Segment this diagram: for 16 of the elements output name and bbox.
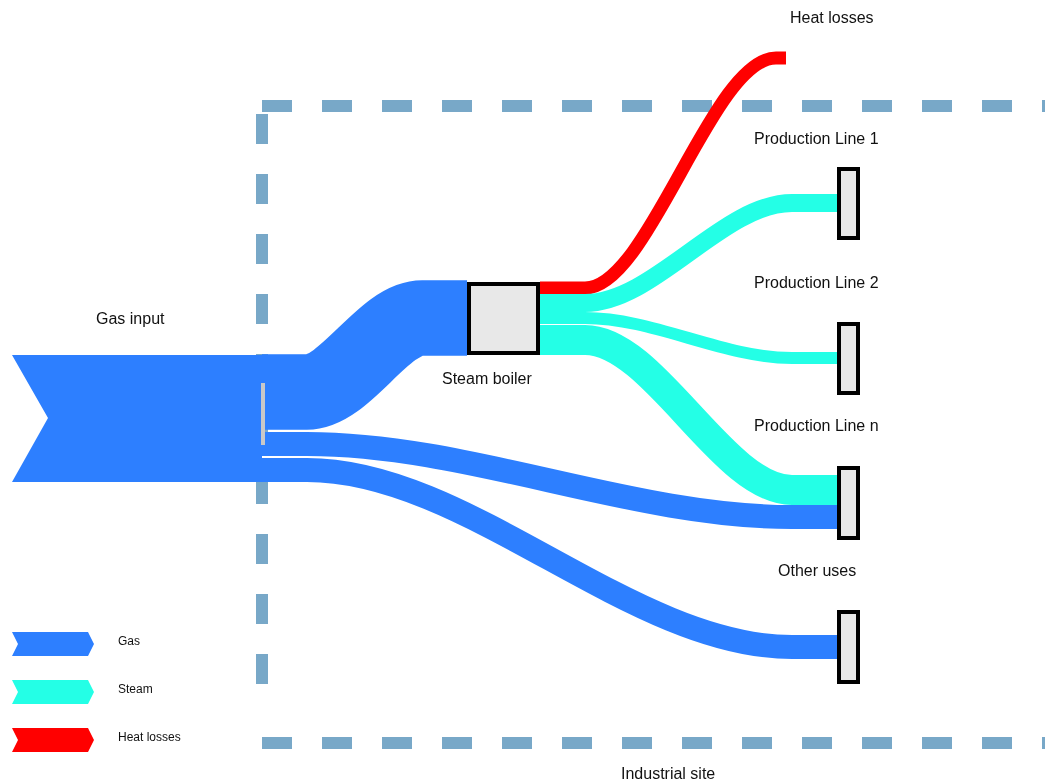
legend-label: Heat losses	[118, 730, 181, 744]
flow-band	[540, 194, 837, 312]
node-label: Production Line n	[754, 417, 879, 435]
flow-band	[262, 432, 837, 529]
node-label: Gas input	[96, 310, 165, 328]
node-label: Industrial site	[621, 765, 716, 783]
flow-band	[262, 280, 467, 430]
legend-label: Gas	[118, 634, 140, 648]
node-label: Other uses	[778, 562, 857, 580]
flow-band	[540, 312, 837, 364]
flow-band	[262, 458, 837, 659]
node-label: Production Line 1	[754, 130, 879, 148]
node-label: Heat losses	[790, 9, 874, 27]
node-label: Steam boiler	[442, 370, 532, 388]
legend-label: Steam	[118, 682, 153, 696]
node-label: Production Line 2	[754, 274, 879, 292]
